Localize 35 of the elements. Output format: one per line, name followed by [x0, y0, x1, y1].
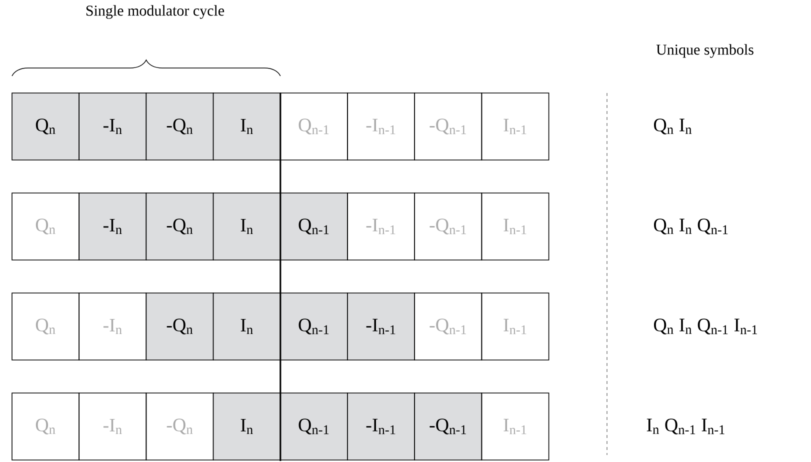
shaded-cell: -Q$_{n-1}$ [414, 392, 482, 460]
cell: I$_{n-1}$ [481, 92, 550, 160]
symbol-list: Q$_{n}$ I$_{n}$ [654, 118, 692, 134]
cell: Q$_{n}$ [12, 292, 80, 360]
shaded-cell: Q$_{n-1}$ [280, 292, 348, 360]
shaded-cell: -I$_{n}$ [78, 192, 147, 260]
symbol-list: I$_{n}$ Q$_{n-1}$ I$_{n-1}$ [646, 418, 724, 434]
shaded-cell: I$_{n}$ [212, 392, 281, 460]
cell: -Q$_{n-1}$ [414, 292, 482, 360]
symbol-list: Q$_{n}$ I$_{n}$ Q$_{n-1}$ [654, 218, 728, 234]
cell: -Q$_{n-1}$ [414, 92, 482, 160]
shaded-cell: -Q$_{n}$ [146, 292, 214, 360]
cell: Q$_{n}$ [12, 392, 80, 460]
shaded-cell: -I$_{n}$ [78, 92, 147, 160]
shaded-cell: I$_{n}$ [212, 292, 281, 360]
cell: -I$_{n-1}$ [347, 92, 415, 160]
cell: I$_{n-1}$ [481, 292, 550, 360]
heading-text: Unique symbols [656, 44, 754, 58]
shaded-cell: -I$_{n-1}$ [347, 392, 415, 460]
symbol-list: Q$_{n}$ I$_{n}$ Q$_{n-1}$ I$_{n-1}$ [654, 318, 757, 334]
cell: -I$_{n}$ [78, 392, 147, 460]
cell: I$_{n-1}$ [481, 392, 550, 460]
cell: -I$_{n-1}$ [347, 192, 415, 260]
shaded-cell: -Q$_{n}$ [146, 92, 214, 160]
shaded-cell: -Q$_{n}$ [146, 192, 214, 260]
shaded-cell: I$_{n}$ [212, 92, 281, 160]
cell: Q$_{n-1}$ [280, 92, 348, 160]
cell: -Q$_{n-1}$ [414, 192, 482, 260]
shaded-cell: Q$_{n-1}$ [280, 392, 348, 460]
cell: I$_{n-1}$ [481, 192, 550, 260]
shaded-cell: I$_{n}$ [212, 192, 281, 260]
title-text: Single modulator cycle [86, 5, 224, 19]
shaded-cell: Q$_{n}$ [12, 92, 80, 160]
shaded-cell: Q$_{n-1}$ [280, 192, 348, 260]
shaded-cell: -I$_{n-1}$ [347, 292, 415, 360]
